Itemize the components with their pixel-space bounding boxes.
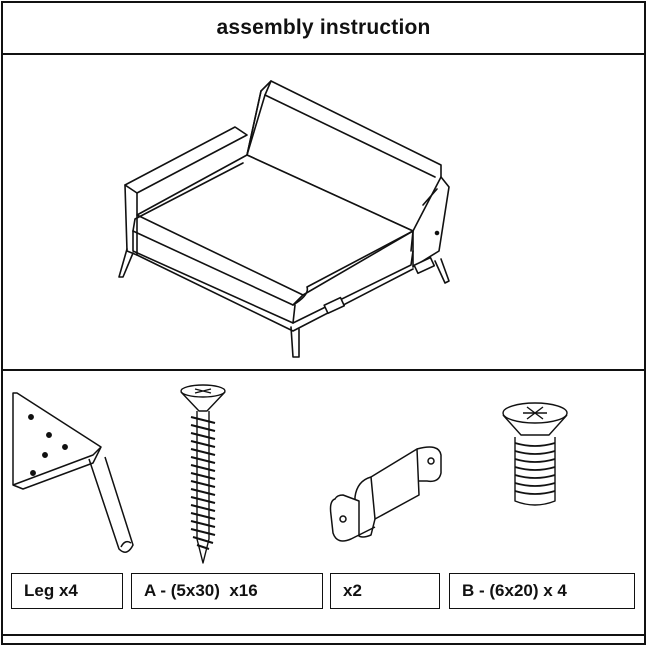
bracket-icon: [329, 446, 442, 542]
divider: [3, 634, 644, 636]
part-label-screw-a: A - (5x30) x16: [131, 573, 323, 609]
sofa-module-illustration: [118, 80, 450, 358]
part-label-bracket: x2: [330, 573, 440, 609]
part-label-leg: Leg x4: [11, 573, 123, 609]
title-bar: assembly instruction: [3, 3, 644, 55]
leg-icon: [12, 392, 134, 553]
page-title: assembly instruction: [216, 16, 431, 39]
screw-b-icon: [502, 402, 568, 506]
part-label-screw-b: B - (6x20) x 4: [449, 573, 635, 609]
screw-a-icon: [180, 384, 226, 564]
parts-list: Leg x4 A - (5x30) x16 x2 B - (6x20) x 4: [3, 371, 644, 647]
sofa-illustration-panel: [3, 55, 644, 371]
